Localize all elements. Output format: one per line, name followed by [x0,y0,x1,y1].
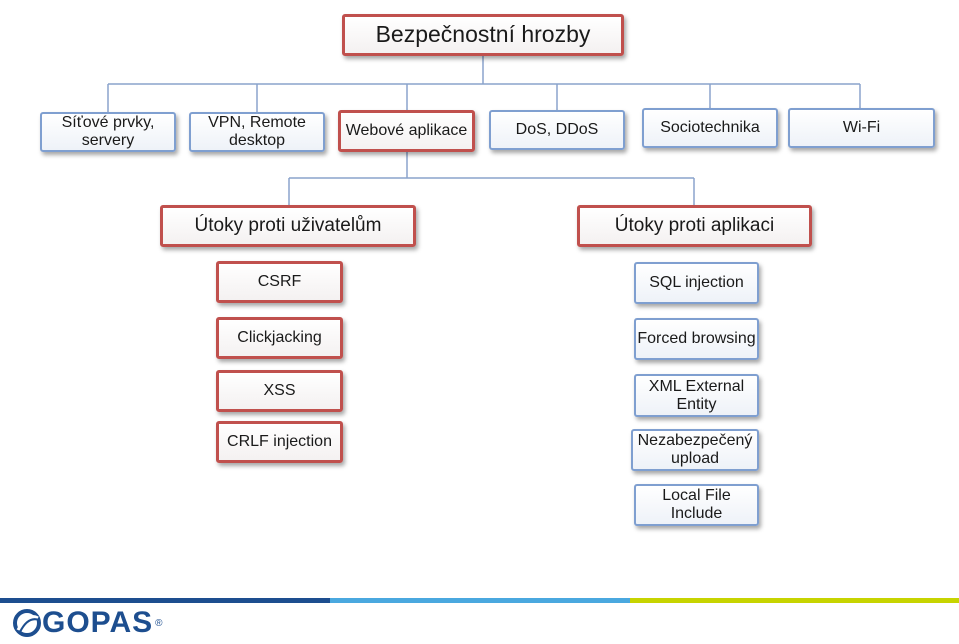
item-local-file-include: Local File Include [634,484,759,526]
branch-app-attacks: Útoky proti aplikaci [577,205,812,247]
category-social: Sociotechnika [642,108,778,148]
item-clickjacking: Clickjacking [216,317,343,359]
item-insecure-upload: Nezabezpečený upload [631,429,759,471]
category-dos: DoS, DDoS [489,110,625,150]
gopas-swirl-icon [13,609,41,637]
category-vpn: VPN, Remote desktop [189,112,325,152]
category-wifi: Wi-Fi [788,108,935,148]
category-network: Síťové prvky, servery [40,112,176,152]
branch-user-attacks: Útoky proti uživatelům [160,205,416,247]
gopas-logo: GOPAS ® [12,608,163,638]
footer-color-bar [0,598,959,603]
item-xss: XSS [216,370,343,412]
diagram-title: Bezpečnostní hrozby [342,14,624,56]
item-csrf: CSRF [216,261,343,303]
item-crlf-injection: CRLF injection [216,421,343,463]
registered-mark: ® [155,617,163,629]
item-xml-external-entity: XML External Entity [634,374,759,417]
item-sql-injection: SQL injection [634,262,759,304]
category-web-apps: Webové aplikace [338,110,475,152]
item-forced-browsing: Forced browsing [634,318,759,360]
logo-wordmark: GOPAS [42,606,154,639]
